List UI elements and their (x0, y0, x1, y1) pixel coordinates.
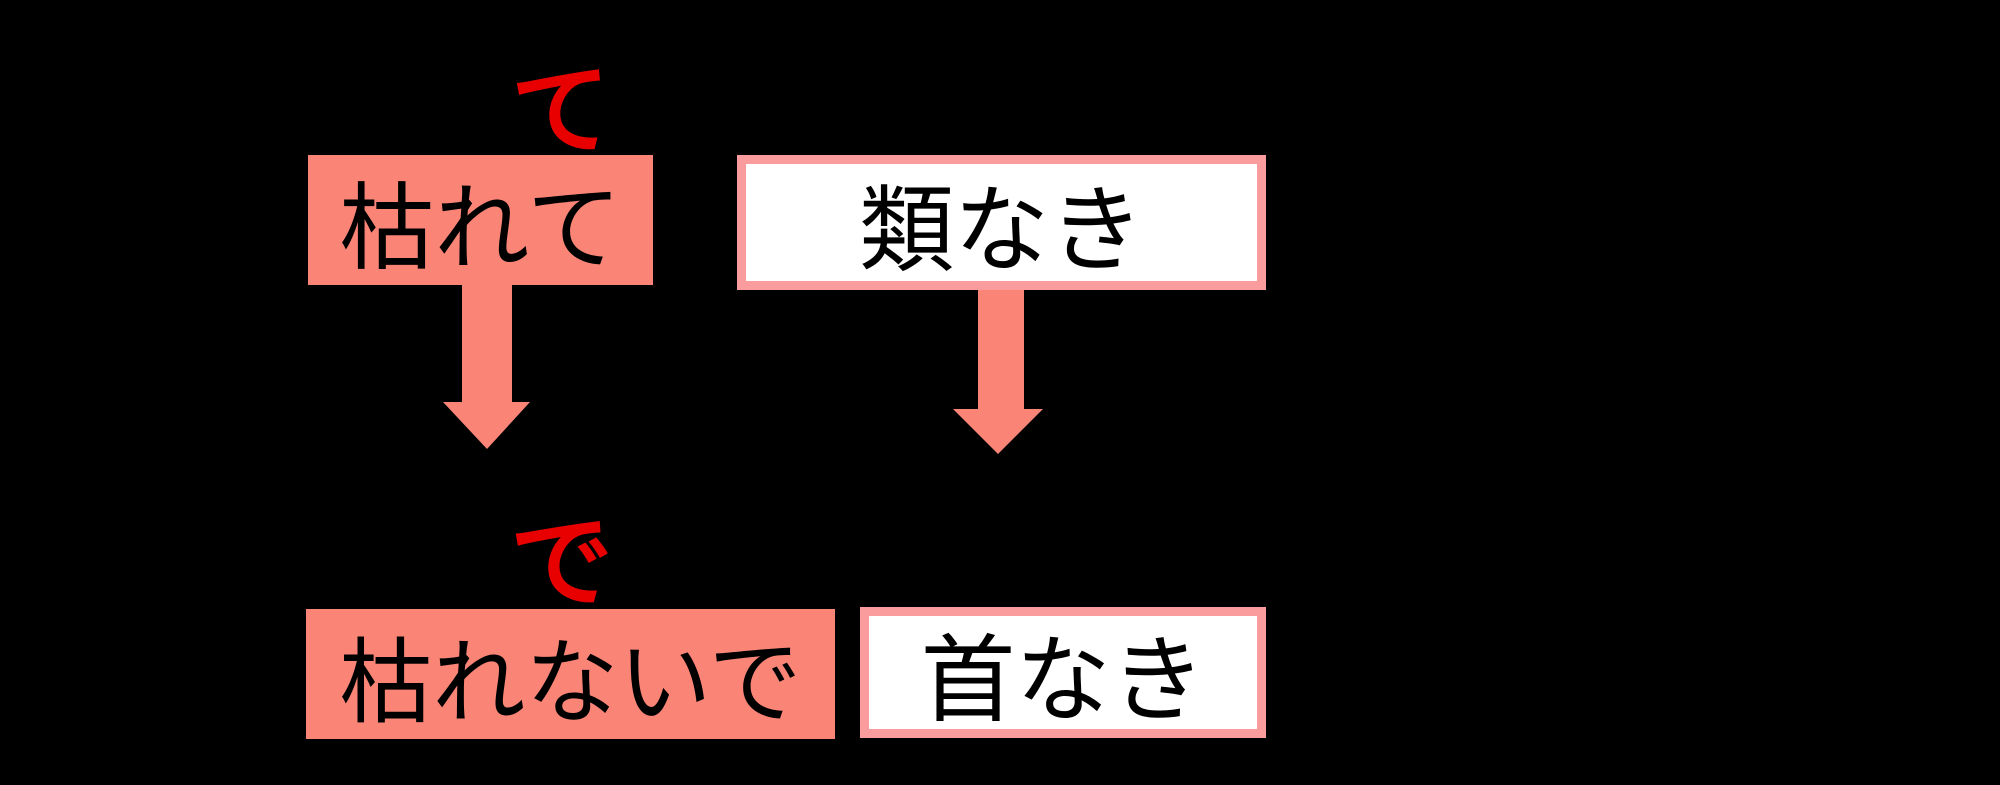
ruinaki-box: 類なき (737, 155, 1266, 290)
karete-box: 枯れて (308, 155, 653, 285)
handwritten-annotation-de: で (507, 501, 618, 627)
karete-box-label: 枯れて (339, 175, 622, 282)
handwritten-annotation-te: て (507, 49, 618, 175)
arrow-down-icon (443, 285, 530, 449)
karenaide-box-label: 枯れないで (339, 630, 802, 735)
arrow-down-icon (953, 290, 1043, 454)
karenaide-box: 枯れないで (306, 609, 835, 739)
kubinaki-box-label: 首なき (920, 628, 1206, 734)
kubinaki-box: 首なき (860, 607, 1266, 738)
ruinaki-box-label: 類なき (858, 178, 1144, 284)
